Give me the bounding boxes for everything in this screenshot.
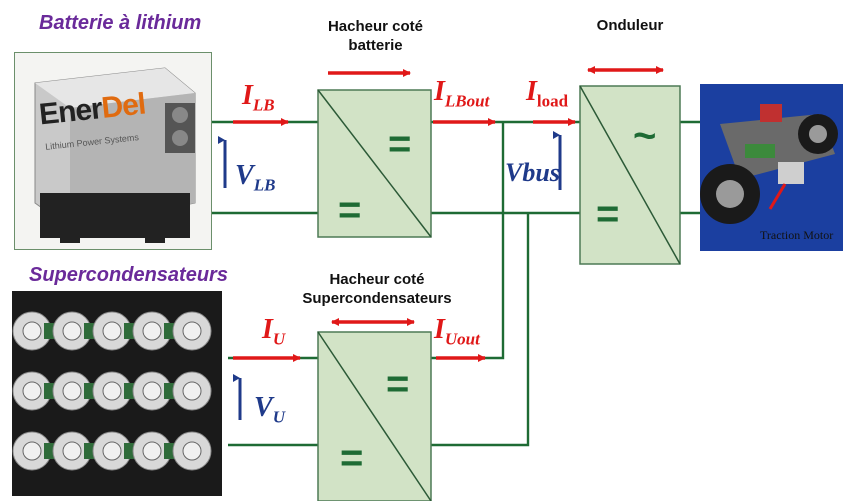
bus-voltage-label: Vbus xyxy=(505,158,560,188)
battery-title: Batterie à lithium xyxy=(39,12,201,35)
chopper-battery-dc-out-mark: = xyxy=(388,122,411,167)
inverter-dc-mark: = xyxy=(596,192,619,237)
traction-motor-caption: Traction Motor xyxy=(760,228,833,243)
motor-illustration xyxy=(700,84,843,251)
inverter-ac-mark: ~ xyxy=(633,114,656,159)
supercap-cells-illustration xyxy=(12,291,222,496)
supercap-cell-terminal xyxy=(23,442,41,460)
supercap-cell-terminal xyxy=(183,322,201,340)
chopper-battery-box xyxy=(318,90,431,237)
supercap-cell-terminal xyxy=(183,382,201,400)
battery-current-label: ILB xyxy=(242,80,275,116)
chopper-supercap-title: Hacheur coté Supercondensateurs xyxy=(282,270,472,308)
battery-out-current-label: ILBout xyxy=(434,76,489,112)
chopper-supercap-dc-in-mark: = xyxy=(340,436,363,481)
supercap-cell-terminal xyxy=(143,322,161,340)
supercap-out-current-label: IUout xyxy=(434,314,480,350)
supercap-voltage-label: VU xyxy=(254,392,285,428)
supercap-cell-terminal xyxy=(23,322,41,340)
supercap-photo xyxy=(12,291,222,496)
chopper-supercap-box xyxy=(318,332,431,501)
supercap-cell-terminal xyxy=(103,322,121,340)
chopper-supercap-dc-out-mark: = xyxy=(386,362,409,407)
load-current-label: Iload xyxy=(526,76,568,112)
supercap-cell-terminal xyxy=(143,382,161,400)
supercap-cell-terminal xyxy=(143,442,161,460)
supercap-title: Supercondensateurs xyxy=(29,264,228,287)
chopper-battery-title: Hacheur coté batterie xyxy=(318,17,433,55)
traction-motor-photo: Traction Motor xyxy=(700,84,843,251)
supercap-cell-terminal xyxy=(103,382,121,400)
inverter-box xyxy=(580,86,680,264)
supercap-cell-terminal xyxy=(63,442,81,460)
chopper-battery-dc-in-mark: = xyxy=(338,188,361,233)
supercap-cell-terminal xyxy=(63,322,81,340)
inverter-title: Onduleur xyxy=(585,16,675,35)
battery-voltage-label: VLB xyxy=(235,160,275,196)
supercap-current-label: IU xyxy=(262,314,285,350)
supercap-cell-terminal xyxy=(103,442,121,460)
supercap-cell-terminal xyxy=(183,442,201,460)
supercap-cell-terminal xyxy=(63,382,81,400)
battery-illustration xyxy=(15,53,211,249)
supercap-cell-terminal xyxy=(23,382,41,400)
battery-photo: EnerDel Lithium Power Systems xyxy=(14,52,212,250)
